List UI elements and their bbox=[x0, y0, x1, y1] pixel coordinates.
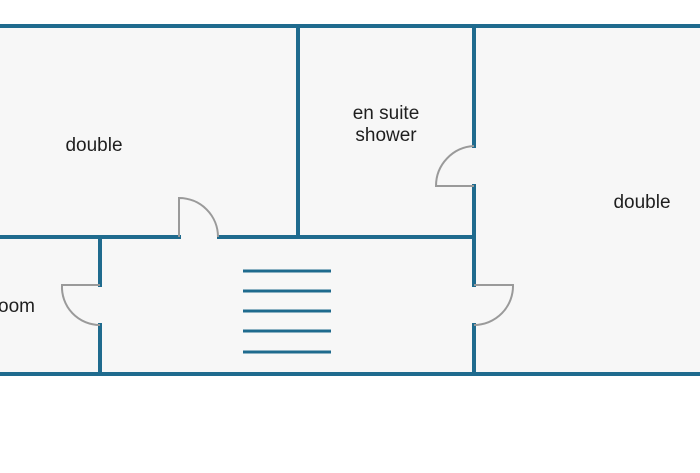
staircase bbox=[243, 269, 331, 354]
room-label-bottom-left: oom bbox=[0, 296, 35, 317]
door-ensuite bbox=[434, 145, 475, 187]
room-label-bedroom-top-left: double bbox=[65, 135, 122, 156]
room-label-ensuite-line2: shower bbox=[355, 125, 417, 146]
room-label-bedroom-right: double bbox=[613, 192, 670, 213]
door-bedroom-right bbox=[473, 284, 515, 326]
doors bbox=[60, 145, 515, 327]
door-room-bottom-left bbox=[60, 284, 101, 327]
floor-ensuite bbox=[298, 26, 474, 237]
floor-areas bbox=[0, 26, 700, 374]
room-labels: double en suite shower double oom bbox=[0, 103, 671, 317]
walls bbox=[0, 24, 700, 376]
floor-bedroom-top-left bbox=[0, 26, 298, 237]
floor-room-bottom-left bbox=[0, 237, 100, 374]
door-bedroom-top-left bbox=[178, 196, 219, 238]
floor-bedroom-right bbox=[474, 26, 700, 374]
room-label-ensuite-line1: en suite bbox=[353, 103, 420, 124]
